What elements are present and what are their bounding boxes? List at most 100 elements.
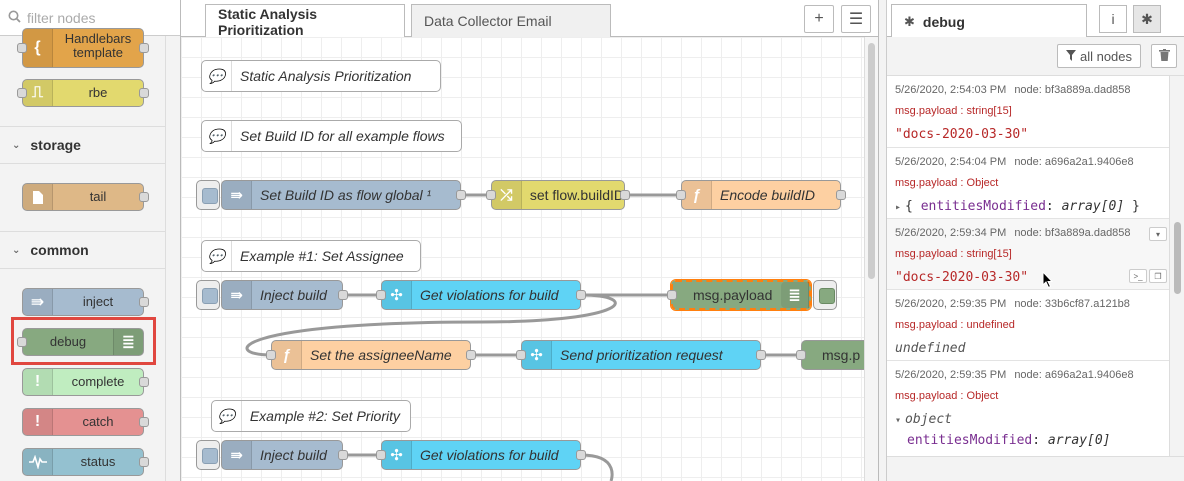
message-node[interactable]: node: a696a2a1.9406e8: [1014, 369, 1134, 381]
message-node[interactable]: node: bf3a889a.dad858: [1014, 84, 1131, 96]
input-port[interactable]: [667, 290, 677, 300]
output-port[interactable]: [836, 190, 846, 200]
message-node[interactable]: node: a696a2a1.9406e8: [1014, 156, 1134, 168]
message-value-object[interactable]: ▸{ entitiesModified: array[0] }: [895, 199, 1140, 214]
output-port[interactable]: [139, 417, 149, 427]
input-port[interactable]: [676, 190, 686, 200]
flow-node-encode-buildid[interactable]: ƒ Encode buildID: [676, 180, 846, 210]
input-port[interactable]: [796, 350, 806, 360]
info-tab-button[interactable]: i: [1099, 5, 1127, 33]
palette-node-complete[interactable]: ! complete: [22, 368, 149, 396]
node-label: Get violations for build: [420, 447, 559, 463]
inject-trigger-button[interactable]: [196, 280, 220, 310]
output-port[interactable]: [139, 297, 149, 307]
output-port[interactable]: [576, 290, 586, 300]
category-common[interactable]: ⌄ common: [0, 231, 165, 269]
palette-node-rbe[interactable]: ⎍ rbe: [17, 79, 149, 107]
filter-nodes-input[interactable]: [27, 9, 167, 26]
flow-node-set-build-id[interactable]: ⇛ Set Build ID as flow global ¹: [221, 180, 466, 210]
input-port[interactable]: [17, 337, 27, 347]
comment-node[interactable]: 💬 Example #2: Set Priority: [211, 400, 411, 432]
copy-path-button[interactable]: >_: [1129, 269, 1147, 283]
plus-icon: +: [814, 10, 824, 27]
node-label: Get violations for build: [420, 287, 559, 303]
palette-node-inject[interactable]: ⇛ inject: [22, 288, 149, 316]
expand-icon[interactable]: ▸: [895, 202, 902, 213]
scroll-thumb[interactable]: [1174, 222, 1181, 294]
input-port[interactable]: [376, 290, 386, 300]
all-nodes-filter-button[interactable]: all nodes: [1057, 44, 1141, 68]
message-value-object[interactable]: ▾object: [895, 412, 952, 427]
output-port[interactable]: [139, 88, 149, 98]
inject-trigger-button[interactable]: [196, 180, 220, 210]
flow-node-set-assignee[interactable]: ƒ Set the assigneeName: [266, 340, 476, 370]
message-node[interactable]: node: 33b6cf87.a121b8: [1014, 298, 1130, 310]
palette-node-status[interactable]: status: [22, 448, 149, 476]
message-type: msg.payload : Object: [895, 390, 999, 402]
flow-node-inject-build-2[interactable]: ⇛ Inject build: [221, 440, 348, 470]
message-menu-button[interactable]: ▾: [1149, 227, 1167, 241]
output-port[interactable]: [139, 377, 149, 387]
flow-node-msg-payload-debug-2[interactable]: msg.p: [796, 340, 864, 370]
flow-node-msg-payload-debug[interactable]: msg.payload ≣: [667, 279, 812, 311]
flow-canvas[interactable]: 💬 Static Analysis Prioritization 💬 Set B…: [181, 37, 864, 481]
tab-static-analysis-prioritization[interactable]: Static Analysis Prioritization: [205, 4, 405, 38]
output-port[interactable]: [456, 190, 466, 200]
tab-debug[interactable]: ✱ debug: [891, 4, 1087, 38]
workspace-tabs: Static Analysis Prioritization Data Coll…: [181, 0, 878, 38]
input-port[interactable]: [486, 190, 496, 200]
debug-tab-button[interactable]: ✱: [1133, 5, 1161, 33]
comment-node[interactable]: 💬 Example #1: Set Assignee: [201, 240, 421, 272]
palette-node-debug[interactable]: debug ≣: [17, 328, 144, 356]
debug-label: debug: [49, 334, 87, 349]
tab-data-collector-email[interactable]: Data Collector Email: [411, 4, 611, 37]
debug-scrollbar[interactable]: [1169, 76, 1184, 456]
output-port[interactable]: [139, 457, 149, 467]
canvas-scrollbar[interactable]: [864, 37, 878, 481]
flow-node-get-violations-2[interactable]: ✣ Get violations for build: [376, 440, 586, 470]
input-port[interactable]: [516, 350, 526, 360]
collapse-icon[interactable]: ▾: [895, 415, 902, 426]
output-port[interactable]: [756, 350, 766, 360]
output-port[interactable]: [338, 290, 348, 300]
input-port[interactable]: [17, 43, 27, 53]
input-port[interactable]: [17, 88, 27, 98]
message-value: undefined: [895, 341, 966, 356]
wire: [245, 293, 617, 357]
sidebar-separator[interactable]: [879, 0, 887, 481]
copy-value-button[interactable]: ❐: [1149, 269, 1167, 283]
arrow-in-icon: ⇛: [222, 181, 252, 209]
comment-node[interactable]: 💬 Static Analysis Prioritization: [201, 60, 441, 92]
comment-node[interactable]: 💬 Set Build ID for all example flows: [201, 120, 462, 152]
palette-scrollbar[interactable]: [165, 36, 180, 481]
clear-messages-button[interactable]: [1151, 44, 1177, 68]
flow-node-set-flow-buildid[interactable]: ⤮ set flow.buildID: [486, 180, 630, 210]
input-port[interactable]: [376, 450, 386, 460]
palette-node-tail[interactable]: tail: [22, 183, 149, 211]
flow-node-get-violations[interactable]: ✣ Get violations for build: [376, 280, 586, 310]
debug-toggle-button[interactable]: [813, 280, 837, 310]
message-node[interactable]: node: bf3a889a.dad858: [1014, 227, 1131, 239]
palette-node-catch[interactable]: ! catch: [22, 408, 149, 436]
output-port[interactable]: [139, 192, 149, 202]
add-flow-button[interactable]: +: [804, 5, 834, 33]
input-port[interactable]: [266, 350, 276, 360]
arrow-in-icon: ⇛: [222, 441, 252, 469]
output-port[interactable]: [620, 190, 630, 200]
list-flows-button[interactable]: ☰: [841, 5, 871, 33]
flow-node-inject-build[interactable]: ⇛ Inject build: [221, 280, 348, 310]
scroll-thumb[interactable]: [868, 43, 875, 279]
output-port[interactable]: [139, 43, 149, 53]
output-port[interactable]: [338, 450, 348, 460]
inject-trigger-button[interactable]: [196, 440, 220, 470]
output-port[interactable]: [466, 350, 476, 360]
flow-node-send-prioritization[interactable]: ✣ Send prioritization request: [516, 340, 766, 370]
output-port[interactable]: [576, 450, 586, 460]
category-storage[interactable]: ⌄ storage: [0, 126, 165, 164]
